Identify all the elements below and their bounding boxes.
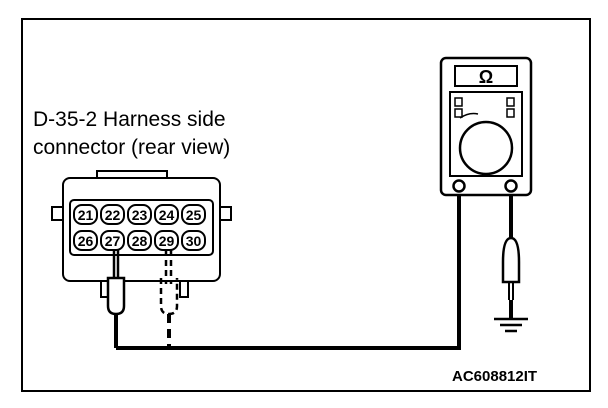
pin-cavity <box>73 230 98 251</box>
ohm-symbol-icon: Ω <box>479 67 493 87</box>
harness-connector: 21 22 23 24 25 26 27 28 29 30 <box>51 170 232 298</box>
meter-indicator <box>506 97 515 107</box>
ohmmeter: Ω <box>439 56 533 197</box>
pin-number: 27 <box>105 233 121 249</box>
pin-number: 25 <box>186 207 202 223</box>
connector-right-latch <box>219 206 232 221</box>
pin-cavity <box>100 230 125 251</box>
pin-row-bottom: 26 27 28 29 30 <box>73 230 206 251</box>
test-probe-solid <box>106 250 126 348</box>
meter-indicator <box>506 108 515 118</box>
ground-probe <box>501 236 521 318</box>
meter-display <box>454 65 518 87</box>
pin-cavity <box>73 204 98 225</box>
meter-terminal-right <box>504 179 518 193</box>
pin-number: 24 <box>159 207 175 223</box>
pin-cavity <box>181 204 206 225</box>
pin-cavity <box>181 230 206 251</box>
pin-cavity <box>127 230 152 251</box>
meter-dial-knob <box>458 120 514 176</box>
pin-cavity <box>127 204 152 225</box>
ground-symbol-icon <box>494 317 528 333</box>
connector-label-line2: connector (rear view) <box>33 136 231 159</box>
pin-cavity <box>100 204 125 225</box>
connector-label-line1: D-35-2 Harness side <box>33 108 226 131</box>
figure-frame <box>21 18 591 392</box>
meter-indicator <box>454 108 463 118</box>
test-probe-dashed <box>159 250 179 348</box>
pin-cavity <box>154 204 179 225</box>
pin-number: 28 <box>132 233 148 249</box>
connector-left-latch <box>51 206 64 221</box>
meter-indicator <box>454 97 463 107</box>
pin-number: 26 <box>78 233 94 249</box>
test-wires <box>116 188 513 350</box>
pin-number: 23 <box>132 207 148 223</box>
meter-terminal-left <box>452 179 466 193</box>
pin-number: 30 <box>186 233 202 249</box>
pin-number: 22 <box>105 207 121 223</box>
connector-right-foot <box>179 280 189 298</box>
figure-code: AC608812IT <box>452 368 538 385</box>
pin-number: 29 <box>159 233 175 249</box>
pin-number: 21 <box>78 207 94 223</box>
pin-row-top: 21 22 23 24 25 <box>73 204 206 225</box>
